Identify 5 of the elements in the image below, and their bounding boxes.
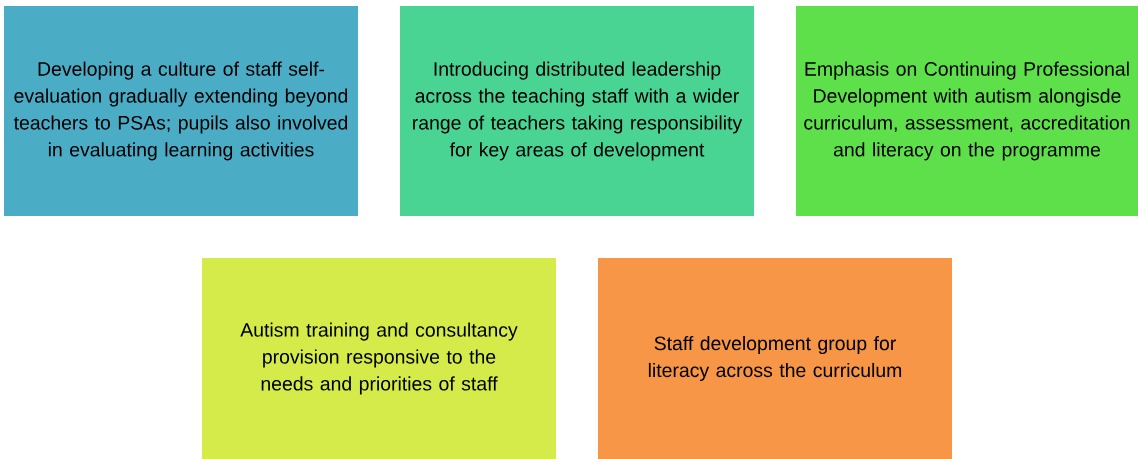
text-box: Autism training and consultancy provision responsive to the needs and priorities of staff (202, 258, 556, 459)
text-box: Staff development group for literacy across the curriculum (598, 258, 952, 459)
text-box: Developing a culture of staff self-evaluation gradually extending beyond teachers to PSAs; pupils also involved in evaluating learning activities (4, 6, 358, 216)
text-box: Introducing distributed leadership across the teaching staff with a wider range of teachers taking responsibility for key areas of development (400, 6, 754, 216)
text-box: Emphasis on Continuing Professional Development with autism alongisde curriculum, assessment, accreditation and literacy on the programme (796, 6, 1138, 216)
